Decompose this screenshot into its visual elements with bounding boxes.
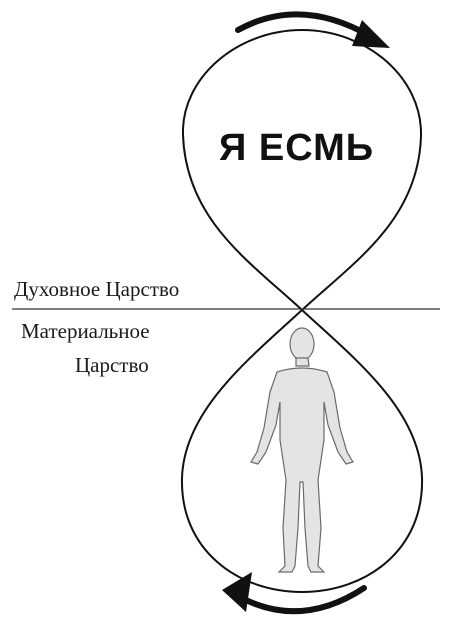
material-realm-label-line2: Царство: [75, 353, 149, 377]
lower-loop: [180, 308, 424, 594]
spiritual-realm-label: Духовное Царство: [14, 277, 180, 301]
clockwise-arrow-icon: [235, 11, 390, 48]
i-am-title: Я ЕСМЬ: [219, 127, 375, 169]
human-figure: [250, 327, 354, 573]
upper-loop: [181, 28, 423, 312]
counterclockwise-arrow-icon: [222, 572, 367, 615]
material-realm-label-line1: Материальное: [21, 319, 150, 343]
